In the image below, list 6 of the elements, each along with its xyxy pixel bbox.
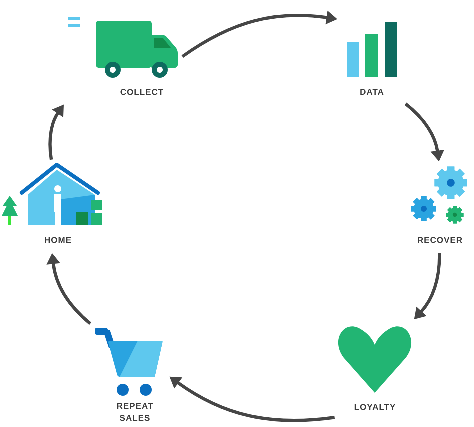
node-label: COLLECT: [120, 89, 164, 96]
node-label: DATA: [360, 89, 384, 96]
node-label: REPEAT SALES: [117, 403, 154, 422]
node-label: RECOVER: [418, 237, 462, 244]
node-label: LOYALTY: [354, 404, 396, 410]
node-label: HOME: [45, 237, 72, 244]
